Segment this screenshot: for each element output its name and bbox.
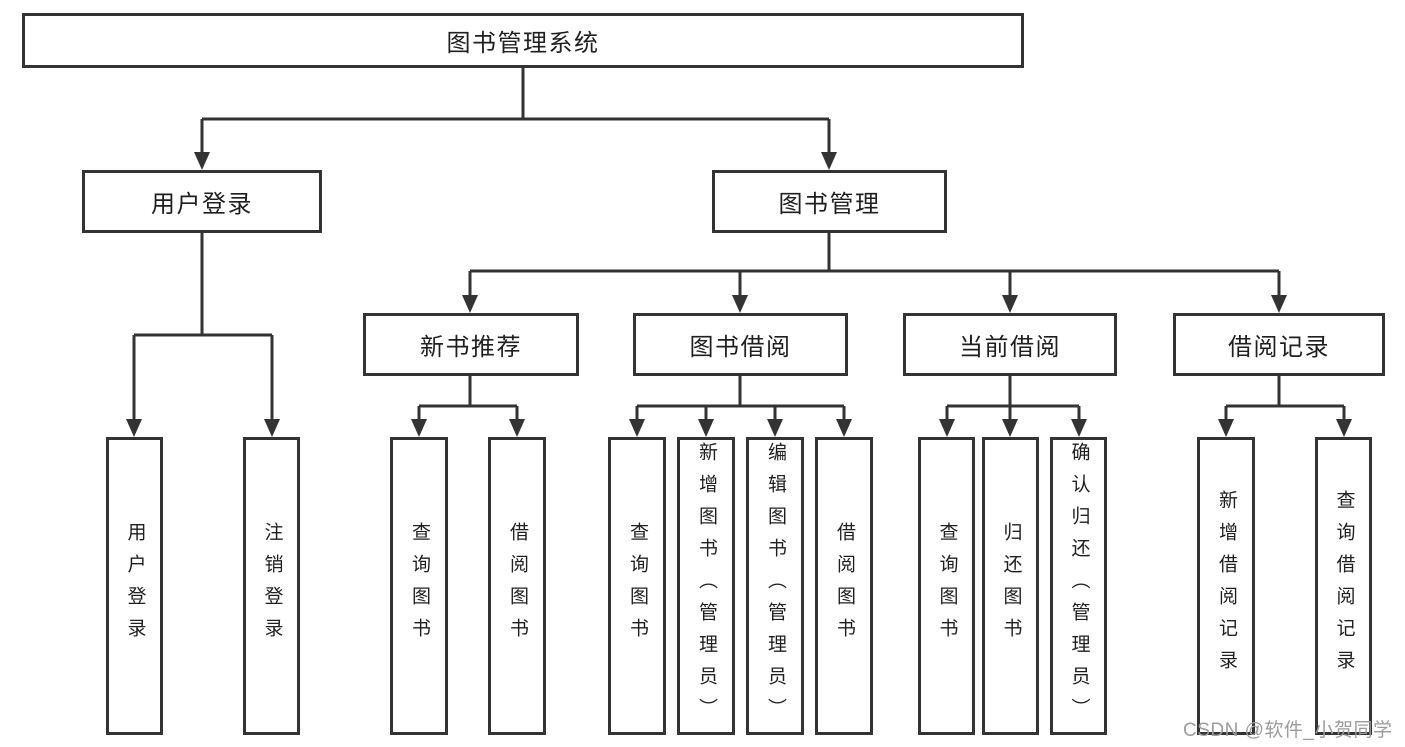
leaf-borrow-books: 借阅图书 xyxy=(815,437,873,735)
node-user-login: 用户登录 xyxy=(82,170,322,233)
leaf-borrow-books-recommend: 借阅图书 xyxy=(488,437,546,735)
leaf-label: 查询图书 xyxy=(936,522,958,650)
node-borrow-records: 借阅记录 xyxy=(1173,313,1385,376)
leaf-confirm-return-admin: 确认归还（管理员） xyxy=(1050,437,1107,735)
arrowhead-icons xyxy=(126,152,1352,437)
leaf-query-books-current: 查询图书 xyxy=(918,437,975,735)
leaf-label: 归还图书 xyxy=(1000,522,1022,650)
leaf-logout: 注销登录 xyxy=(243,437,300,735)
leaf-query-borrow-record: 查询借阅记录 xyxy=(1315,437,1372,735)
node-book-management: 图书管理 xyxy=(712,170,947,233)
leaf-label: 查询借阅记录 xyxy=(1333,490,1355,682)
leaf-add-books-admin: 新增图书（管理员） xyxy=(677,437,735,735)
leaf-query-books-borrow: 查询图书 xyxy=(608,437,666,735)
leaf-label: 新增借阅记录 xyxy=(1215,490,1237,682)
leaf-label: 编辑图书（管理员） xyxy=(764,442,786,730)
leaf-label: 新增图书（管理员） xyxy=(695,442,717,730)
leaf-label: 查询图书 xyxy=(626,522,648,650)
node-root-library-system: 图书管理系统 xyxy=(22,13,1024,68)
leaf-label: 注销登录 xyxy=(261,522,283,650)
leaf-query-books-recommend: 查询图书 xyxy=(390,437,448,735)
node-new-book-recommend: 新书推荐 xyxy=(363,313,579,376)
leaf-label: 借阅图书 xyxy=(833,522,855,650)
leaf-add-borrow-record: 新增借阅记录 xyxy=(1197,437,1255,735)
leaf-label: 确认归还（管理员） xyxy=(1068,442,1090,730)
node-current-borrow: 当前借阅 xyxy=(903,313,1117,376)
leaf-return-books: 归还图书 xyxy=(982,437,1039,735)
csdn-watermark: CSDN @软件_小贺同学 xyxy=(1183,720,1393,741)
leaf-user-login: 用户登录 xyxy=(106,437,163,735)
leaf-edit-books-admin: 编辑图书（管理员） xyxy=(746,437,804,735)
node-book-borrow: 图书借阅 xyxy=(633,313,848,376)
leaf-label: 查询图书 xyxy=(408,522,430,650)
leaf-label: 借阅图书 xyxy=(506,522,528,650)
leaf-label: 用户登录 xyxy=(124,522,146,650)
